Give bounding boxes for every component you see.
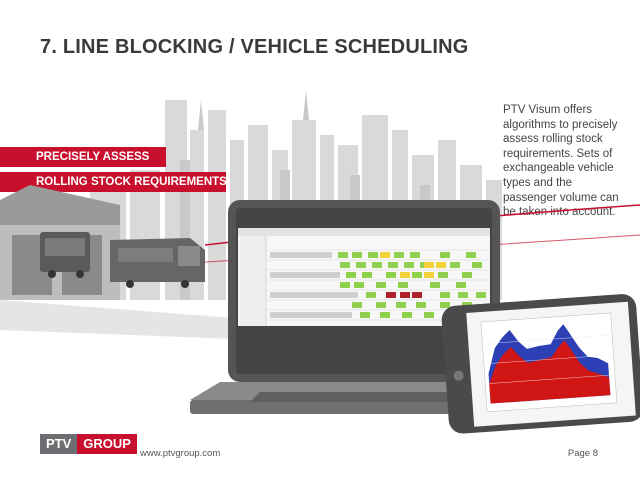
ptv-group-logo: PTV GROUP [40, 434, 137, 454]
description-text: PTV Visum offers algorithms to precisely… [503, 104, 619, 219]
tablet-volume-chart [480, 312, 618, 413]
gantt-chart [238, 228, 490, 326]
bus-icon [40, 232, 90, 278]
logo-group-text: GROUP [77, 434, 137, 454]
footer-url[interactable]: www.ptvgroup.com [140, 448, 221, 459]
logo-ptv-text: PTV [40, 434, 78, 454]
bus-icon [110, 238, 205, 288]
page-number: Page 8 [567, 448, 598, 459]
ribbon-precisely-assess: PRECISELY ASSESS [0, 147, 166, 167]
slide-title: 7. LINE BLOCKING / VEHICLE SCHEDULING [40, 36, 469, 58]
ribbon-rolling-stock: ROLLING STOCK REQUIREMENTS [0, 172, 227, 192]
